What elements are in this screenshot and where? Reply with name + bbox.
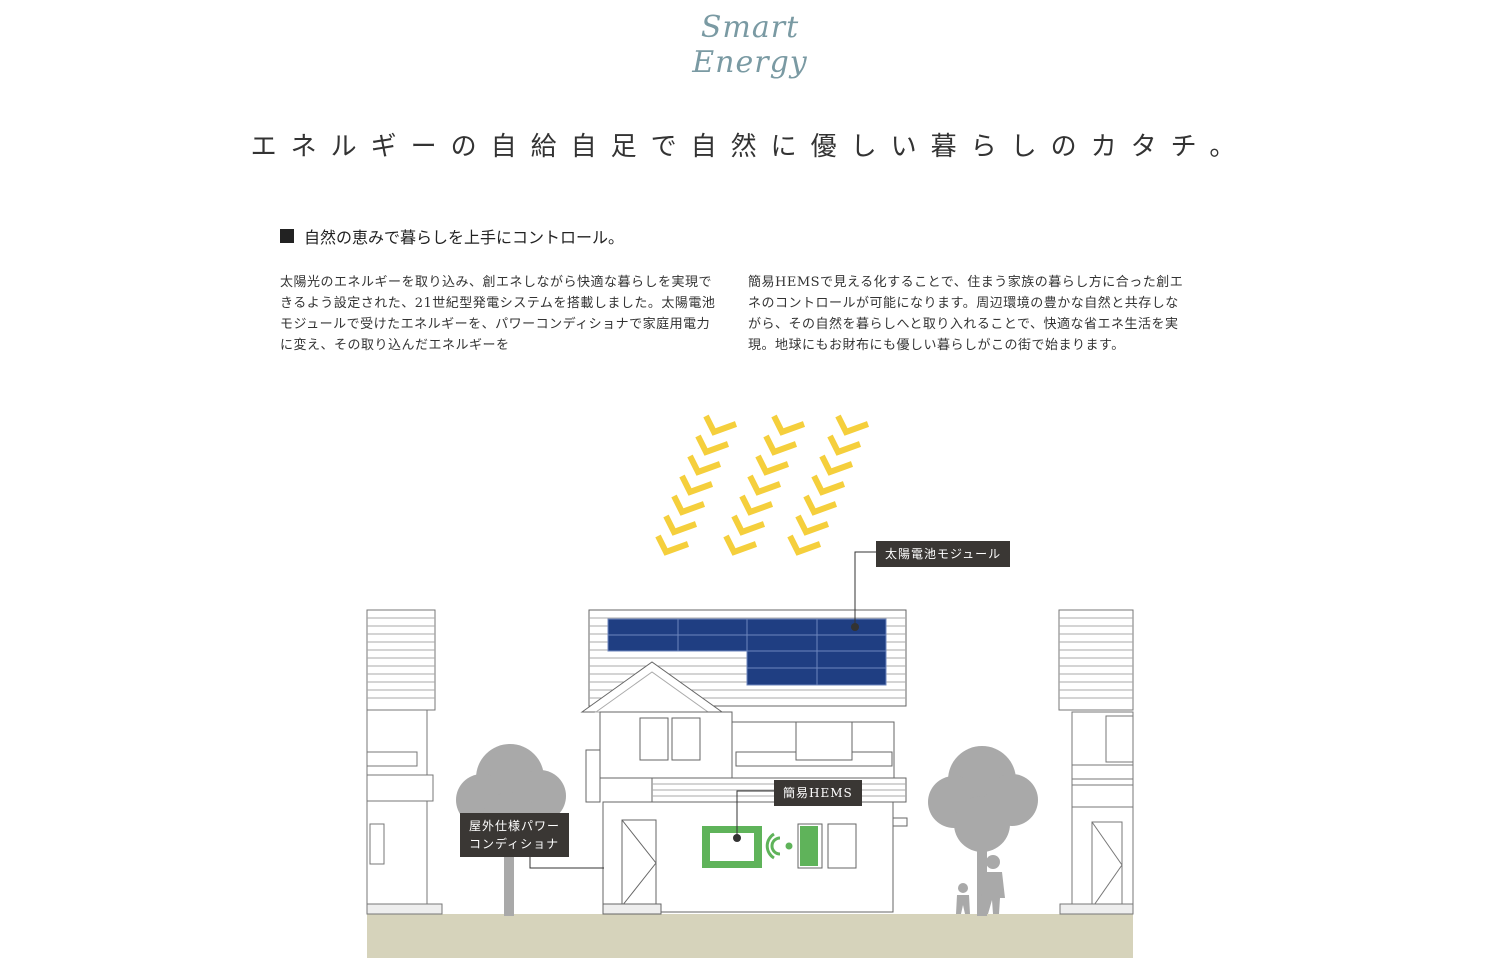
neighbor-house-left [366, 609, 443, 915]
power-conditioner-label: 屋外仕様パワー コンディショナ [460, 813, 570, 857]
hems-monitor-icon [702, 826, 818, 868]
description-right: 簡易HEMSで見える化することで、住まう家族の暮らし方に合った創エネのコントロー… [748, 275, 1184, 353]
people-silhouette-icon [956, 855, 1005, 914]
smart-energy-logo: Smart Energy [692, 10, 808, 80]
section-heading: 自然の恵みで暮らしを上手にコントロール。 [280, 224, 624, 248]
solar-panel-array [607, 618, 887, 686]
sunlight-rays-icon [655, 414, 870, 556]
solar-module-pointer-dot [851, 623, 859, 631]
label-leader-lines [529, 551, 876, 869]
ground [367, 914, 1133, 958]
hems-label: 簡易HEMS [774, 780, 862, 806]
tree-right-icon [928, 746, 1038, 916]
neighbor-house-right [1058, 609, 1134, 915]
square-bullet-icon [280, 229, 294, 243]
section-heading-text: 自然の恵みで暮らしを上手にコントロール。 [304, 228, 625, 247]
power-conditioner-label-line1: 屋外仕様パワー [469, 819, 561, 833]
description-left: 太陽光のエネルギーを取り込み、創エネしながら快適な暮らしを実現できるよう設定され… [280, 275, 716, 353]
hems-pointer-dot [733, 834, 741, 842]
power-conditioner-label-line2: コンディショナ [469, 837, 560, 851]
page-headline: エネルギーの自給自足で自然に優しい暮らしのカタチ。 [250, 132, 1250, 162]
solar-module-label: 太陽電池モジュール [876, 541, 1011, 567]
